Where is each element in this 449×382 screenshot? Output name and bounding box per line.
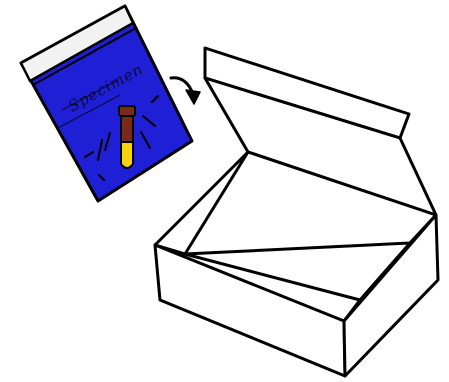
curved-arrow-down-icon	[171, 78, 200, 104]
tube-cap	[119, 106, 135, 116]
tube-liquid	[121, 142, 133, 168]
specimen-tube	[119, 106, 135, 168]
specimen-bag: Specimen	[21, 6, 192, 201]
box-front-face	[155, 245, 345, 376]
tube-upper	[121, 116, 133, 142]
